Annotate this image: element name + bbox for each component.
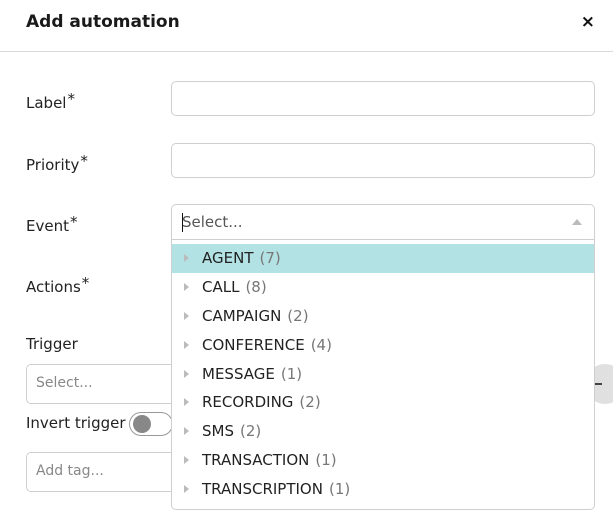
event-select-placeholder: Select... bbox=[182, 213, 243, 231]
modal-header: Add automation × bbox=[0, 0, 613, 52]
caret-right-icon[interactable] bbox=[184, 427, 189, 436]
caret-right-icon[interactable] bbox=[184, 340, 189, 349]
dropdown-option[interactable]: CONFERENCE(4) bbox=[172, 330, 594, 359]
minus-icon bbox=[594, 383, 602, 385]
dropdown-option[interactable]: CALL(8) bbox=[172, 273, 594, 302]
caret-right-icon[interactable] bbox=[184, 455, 189, 464]
priority-input[interactable] bbox=[171, 143, 595, 178]
dropdown-option[interactable]: TRANSACTION(1) bbox=[172, 446, 594, 475]
label-field-label: Label* bbox=[26, 90, 75, 112]
event-field-label: Event* bbox=[26, 213, 78, 235]
caret-right-icon[interactable] bbox=[184, 369, 189, 378]
required-marker: * bbox=[80, 152, 88, 170]
caret-right-icon[interactable] bbox=[184, 484, 189, 493]
caret-right-icon[interactable] bbox=[184, 311, 189, 320]
dropdown-option[interactable]: TRANSCRIPTION(1) bbox=[172, 474, 594, 503]
required-marker: * bbox=[69, 213, 78, 231]
dropdown-option[interactable]: MESSAGE(1) bbox=[172, 359, 594, 388]
dropdown-option[interactable]: SMS(2) bbox=[172, 417, 594, 446]
required-marker: * bbox=[67, 90, 75, 108]
caret-right-icon[interactable] bbox=[184, 398, 189, 407]
label-input[interactable] bbox=[171, 81, 595, 116]
dropdown-option[interactable]: RECORDING(2) bbox=[172, 388, 594, 417]
modal-title: Add automation bbox=[26, 12, 180, 32]
dropdown-option[interactable]: AGENT(7) bbox=[172, 244, 594, 273]
trigger-select-placeholder: Select... bbox=[36, 375, 93, 391]
text-cursor bbox=[182, 213, 183, 232]
close-icon[interactable]: × bbox=[580, 12, 595, 32]
actions-field-label: Actions* bbox=[26, 274, 90, 296]
caret-up-icon[interactable] bbox=[572, 219, 582, 225]
trigger-field-label: Trigger bbox=[26, 335, 78, 353]
caret-right-icon[interactable] bbox=[184, 283, 189, 292]
toggle-knob bbox=[133, 415, 151, 433]
required-marker: * bbox=[81, 274, 90, 292]
event-select[interactable]: Select... bbox=[171, 204, 595, 240]
dropdown-option[interactable]: CAMPAIGN(2) bbox=[172, 302, 594, 331]
tag-input-placeholder: Add tag... bbox=[36, 463, 104, 479]
priority-field-label: Priority* bbox=[26, 152, 88, 174]
event-dropdown-menu: AGENT(7) CALL(8) CAMPAIGN(2) CONFERENCE(… bbox=[171, 240, 595, 510]
caret-right-icon[interactable] bbox=[184, 254, 189, 263]
invert-trigger-toggle[interactable] bbox=[129, 412, 173, 436]
invert-trigger-label: Invert trigger bbox=[26, 414, 126, 432]
